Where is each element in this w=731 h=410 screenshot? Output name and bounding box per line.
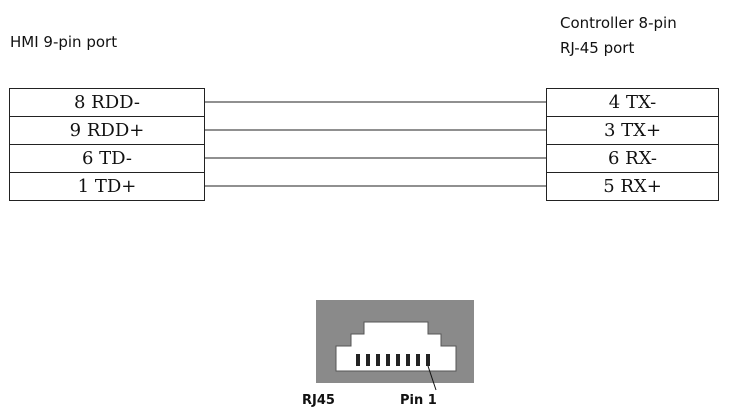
controller-pin-row: 5 RX+ bbox=[546, 172, 719, 201]
controller-port-title-line1: Controller 8-pin bbox=[560, 14, 677, 32]
controller-pin-cell: 4 TX- bbox=[546, 88, 719, 117]
pin1-label: Pin 1 bbox=[400, 393, 437, 408]
controller-pin-row: 6 RX- bbox=[546, 144, 719, 173]
controller-pin-cell: 5 RX+ bbox=[546, 172, 719, 201]
hmi-pin-cell: 1 TD+ bbox=[9, 172, 205, 201]
hmi-pin-row: 8 RDD- bbox=[9, 88, 205, 117]
hmi-pin-cell: 8 RDD- bbox=[9, 88, 205, 117]
controller-pin-cell: 6 RX- bbox=[546, 144, 719, 173]
hmi-pin-row: 9 RDD+ bbox=[9, 116, 205, 145]
controller-pin-row: 4 TX- bbox=[546, 88, 719, 117]
pin1-pointer-line bbox=[427, 365, 437, 391]
controller-pin-table: 4 TX- 3 TX+ 6 RX- 5 RX+ bbox=[546, 88, 719, 201]
hmi-pin-table: 8 RDD- 9 RDD+ 6 TD- 1 TD+ bbox=[9, 88, 205, 201]
hmi-pin-row: 1 TD+ bbox=[9, 172, 205, 201]
rj45-connector-figure: RJ45 Pin 1 bbox=[302, 300, 474, 408]
controller-pin-row: 3 TX+ bbox=[546, 116, 719, 145]
wiring-lines bbox=[204, 101, 546, 187]
rj45-label: RJ45 bbox=[302, 393, 335, 408]
controller-port-title-line2: RJ-45 port bbox=[560, 39, 635, 57]
hmi-pin-cell: 9 RDD+ bbox=[9, 116, 205, 145]
controller-pin-cell: 3 TX+ bbox=[546, 116, 719, 145]
hmi-port-title: HMI 9-pin port bbox=[10, 33, 118, 51]
rj45-pin-contacts bbox=[356, 354, 430, 366]
